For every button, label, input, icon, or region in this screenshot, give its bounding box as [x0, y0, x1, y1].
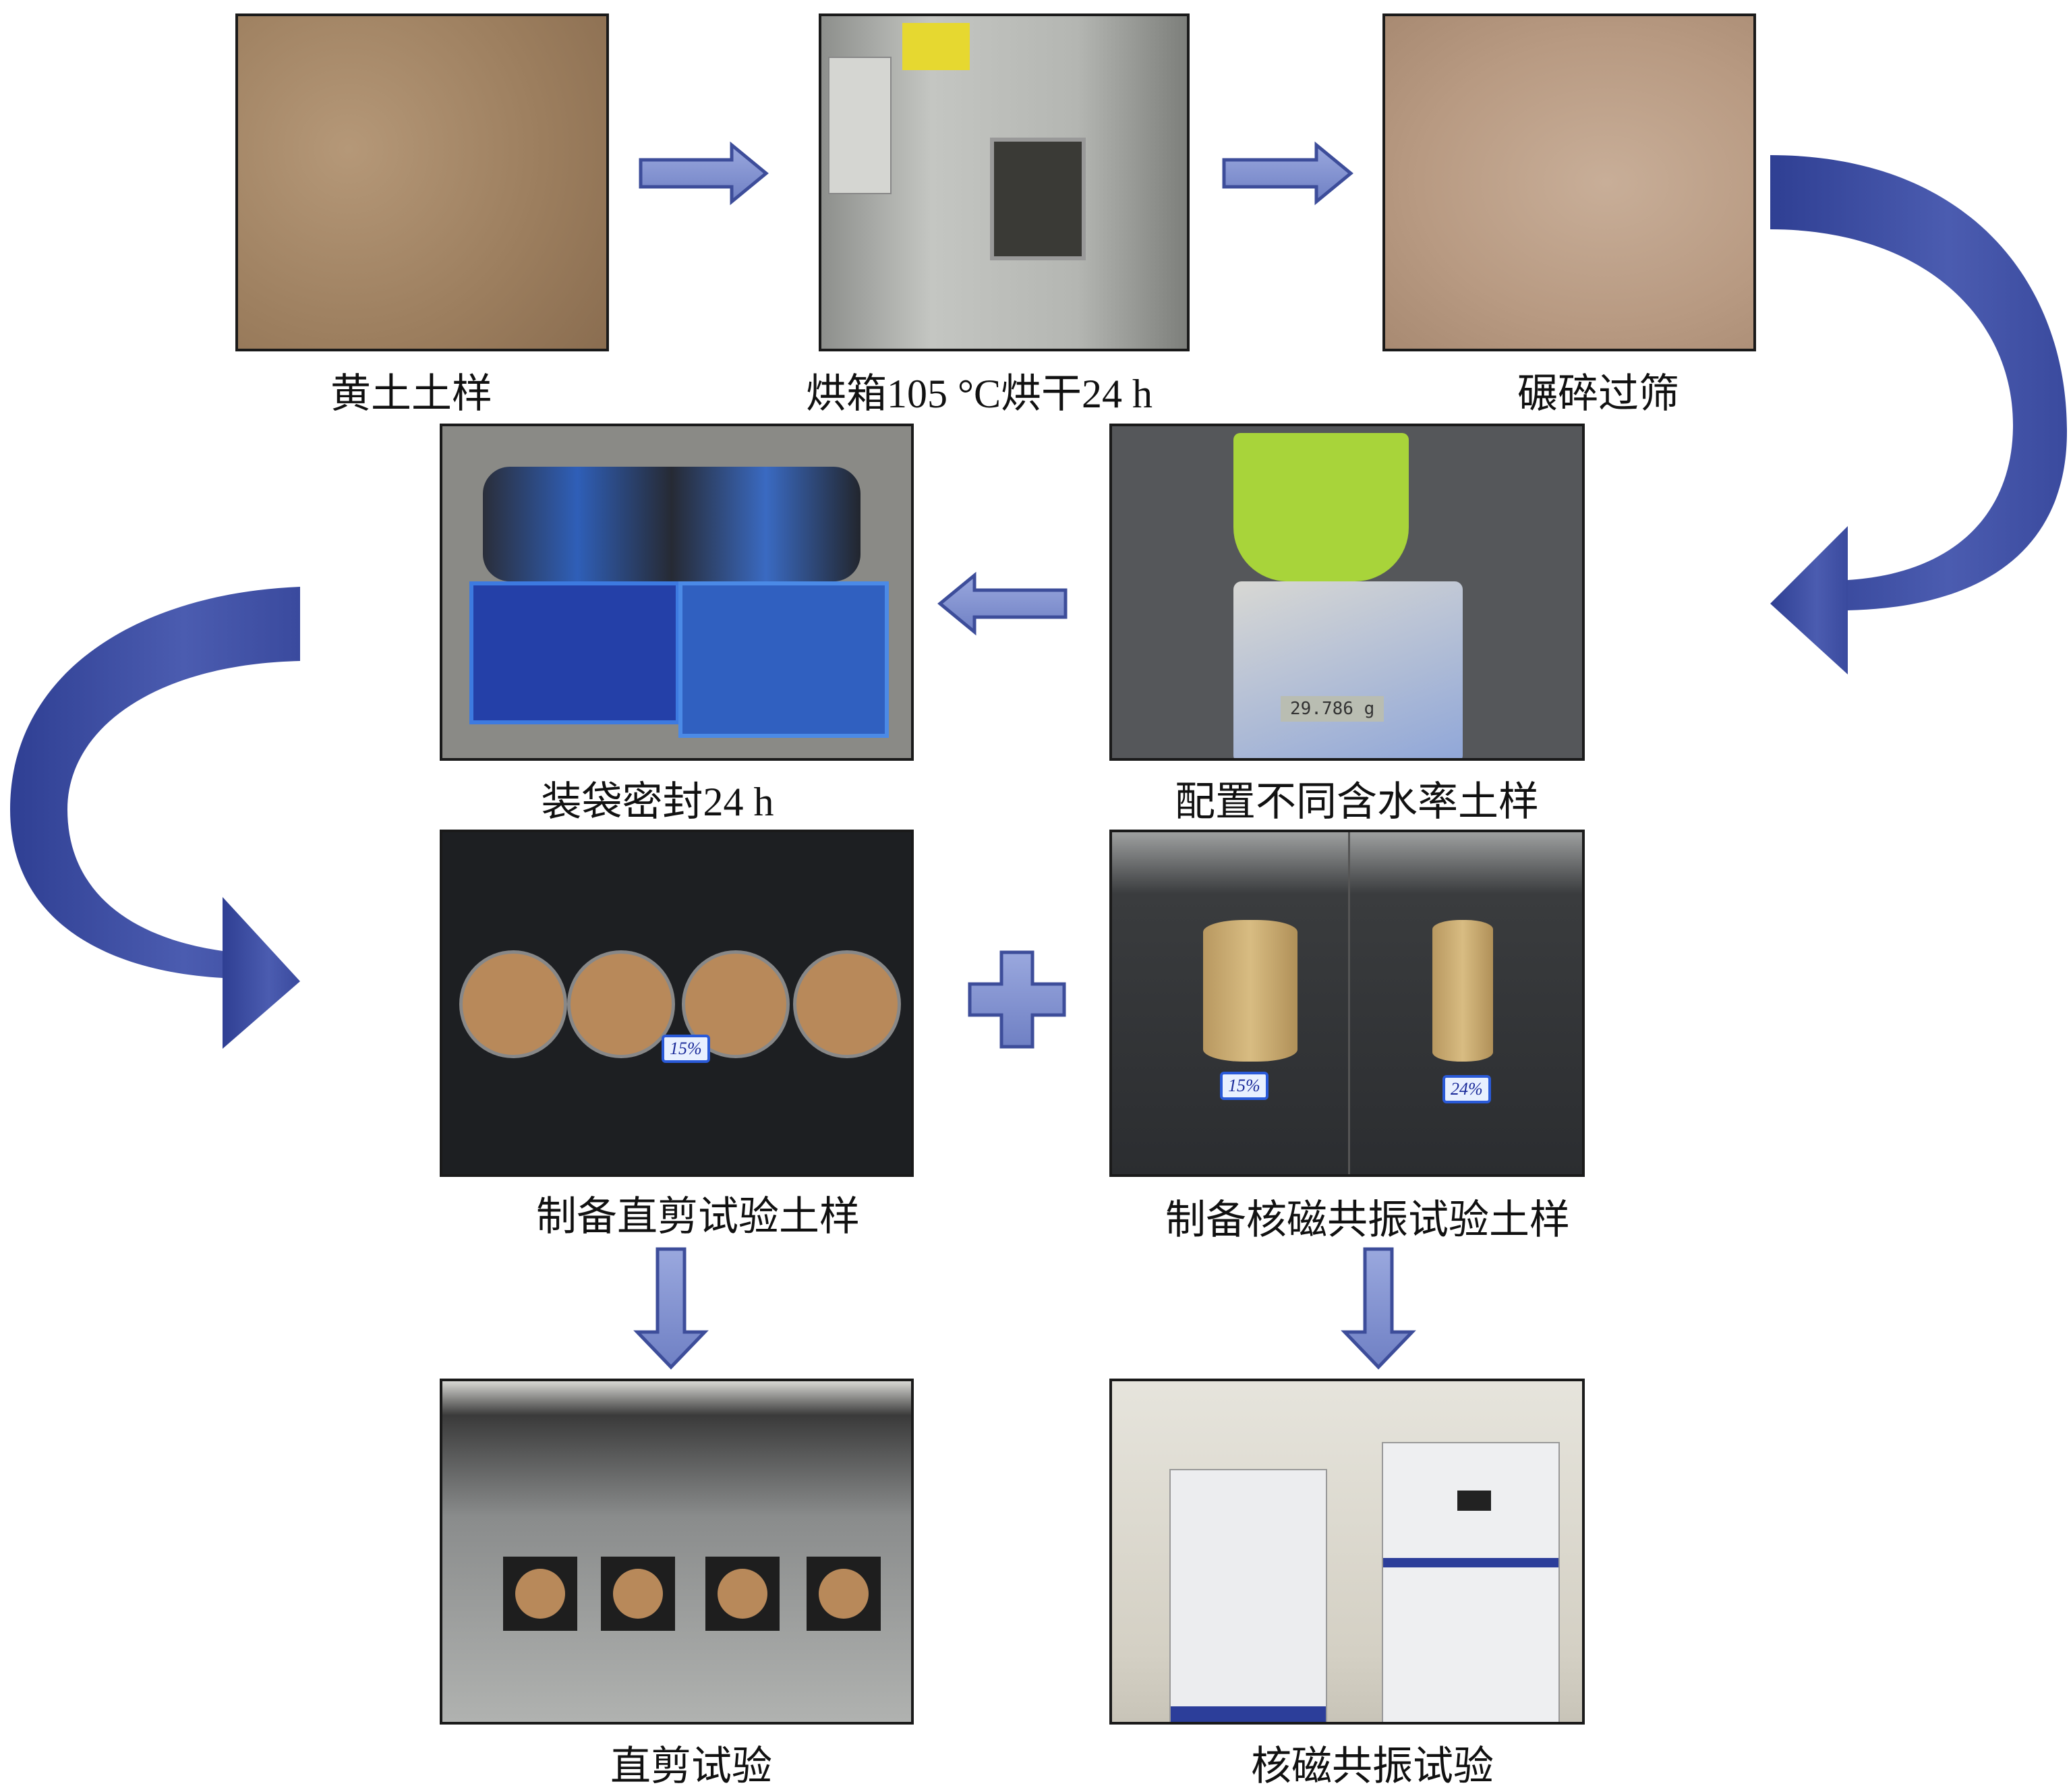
curved-arrow-left [10, 587, 300, 1049]
arrow-right-2 [1222, 141, 1353, 206]
label-direct-shear-prep: 制备直剪试验土样 [536, 1194, 860, 1239]
bag-row [483, 467, 861, 581]
arrow-left [937, 571, 1068, 636]
moisture-tag-24: 24% [1442, 1075, 1491, 1103]
photo-bagged-samples [440, 424, 914, 761]
divider [1348, 832, 1350, 1174]
soil-specimen [515, 1569, 565, 1619]
tray-right [678, 581, 889, 738]
scale-body [1233, 581, 1463, 758]
label-prepare-moisture: 配置不同含水率土样 [1175, 780, 1539, 824]
green-bucket [1233, 433, 1409, 581]
soil-disc-1 [459, 950, 567, 1058]
arrow-down-1 [633, 1247, 709, 1370]
shear-box-2 [601, 1557, 675, 1631]
soil-disc-3 [682, 950, 790, 1058]
photo-weighing-scale: 29.786 g [1109, 424, 1585, 761]
plus-icon [968, 950, 1066, 1049]
shear-box-1 [503, 1557, 577, 1631]
soil-specimen [613, 1569, 663, 1619]
moisture-tag: 15% [662, 1035, 710, 1063]
oven-window [990, 138, 1086, 260]
shear-box-3 [705, 1557, 780, 1631]
magnet-bore [1457, 1491, 1491, 1511]
oven-notice-sticker [902, 23, 970, 70]
nmr-magnet [1382, 1442, 1560, 1722]
soil-disc-4 [793, 950, 901, 1058]
soil-disc-2 [567, 950, 675, 1058]
arrow-right-1 [639, 141, 769, 206]
photo-drying-oven [819, 13, 1190, 351]
soil-cylinder-2 [1432, 920, 1493, 1062]
photo-loess-sample [235, 13, 609, 351]
photo-nmr-apparatus [1109, 1379, 1585, 1725]
label-nmr-test: 核磁共振试验 [1251, 1744, 1494, 1789]
arrow-down-2 [1341, 1247, 1416, 1370]
photo-crushed-sieved-soil [1382, 13, 1756, 351]
label-crush-sieve: 碾碎过筛 [1517, 372, 1679, 416]
photo-direct-shear-apparatus [440, 1379, 914, 1725]
label-oven-dry: 烘箱105 °C烘干24 h [805, 372, 1153, 416]
photo-direct-shear-samples: 15% [440, 830, 914, 1177]
label-bag-seal: 装袋密封24 h [541, 780, 774, 824]
photo-nmr-samples: 15% 24% [1109, 830, 1585, 1177]
oven-control-panel [828, 57, 892, 194]
label-loess-sample: 黄土土样 [330, 372, 492, 416]
magnet-stripe [1383, 1558, 1558, 1567]
soil-cylinder-1 [1203, 920, 1297, 1062]
label-nmr-prep: 制备核磁共振试验土样 [1165, 1198, 1570, 1242]
label-direct-shear-test: 直剪试验 [610, 1744, 772, 1789]
moisture-tag-15: 15% [1220, 1072, 1268, 1100]
soil-specimen [819, 1569, 869, 1619]
soil-specimen [718, 1569, 767, 1619]
curved-arrow-right [1770, 155, 2067, 674]
console-base-stripe [1171, 1706, 1326, 1722]
tray-left [469, 581, 680, 724]
shear-box-4 [807, 1557, 881, 1631]
nmr-console [1169, 1469, 1327, 1722]
scale-display: 29.786 g [1281, 696, 1384, 722]
